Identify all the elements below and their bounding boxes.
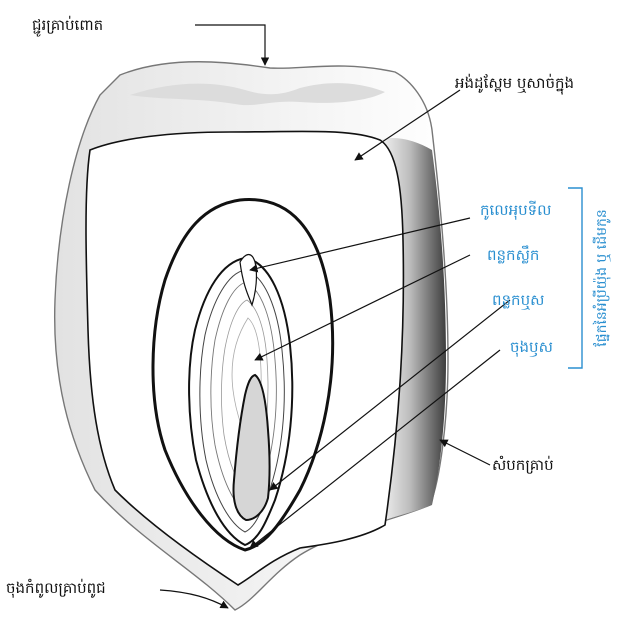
label-embryo-group: ផ្នែកនៃអំប្រីយ៉ុង ឬ ដើមកូន <box>592 209 611 346</box>
label-pericarp: សំបកគ្រាប់ <box>492 455 554 474</box>
label-tip-cap: ចុងកំពូលគ្រាប់ពូជ <box>6 578 106 598</box>
embryo-group-bracket <box>568 188 582 368</box>
leader-top-crease <box>195 25 265 65</box>
leader-pericarp <box>440 440 490 465</box>
label-root-tip: ចុងឫស <box>510 338 553 357</box>
label-plumule: ពន្លកស្លឹក <box>487 245 539 264</box>
label-coleoptile: កូលេអុបទីល <box>480 200 551 220</box>
label-endosperm: អង់ដូស្ពែម ឬសាច់ក្នុង <box>455 73 574 95</box>
label-radicle: ពន្លកឬស <box>492 291 544 310</box>
label-top-crease: ជ្ជូរគ្រាប់ពោត <box>32 15 103 37</box>
